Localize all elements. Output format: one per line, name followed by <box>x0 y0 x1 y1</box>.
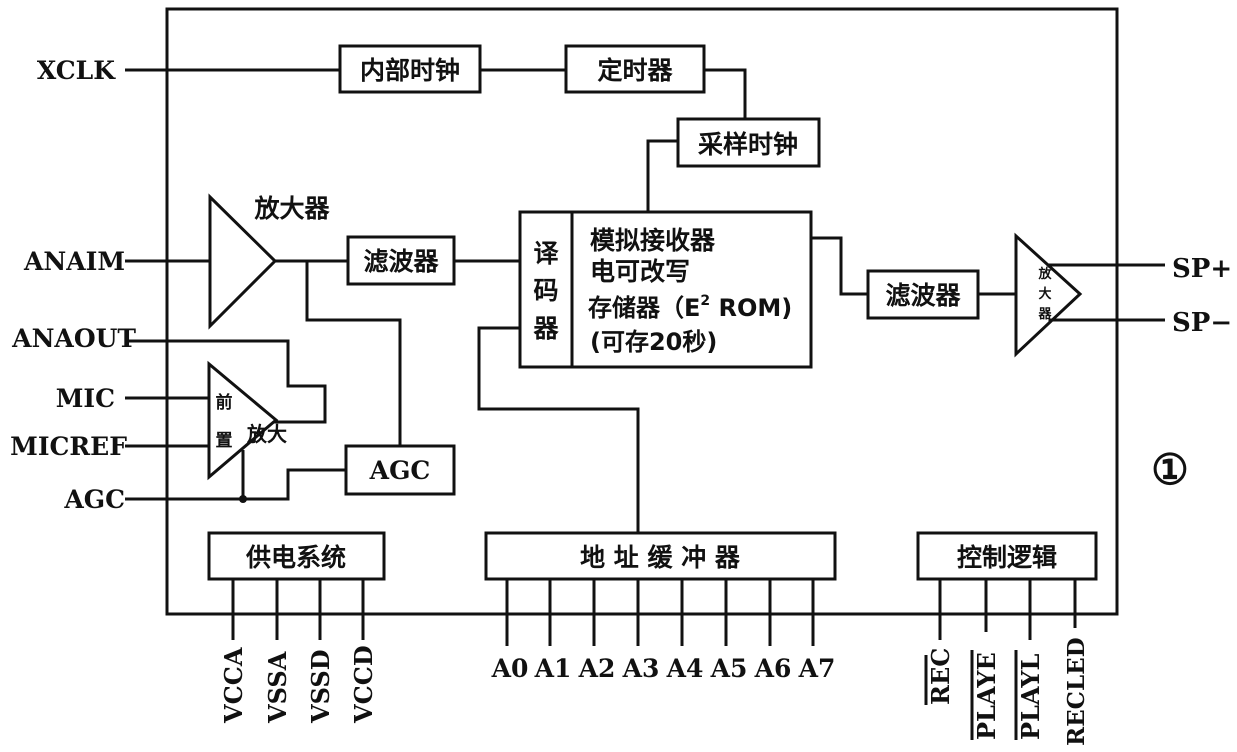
address-buffer-label: 地 址 缓 冲 器 <box>580 543 741 572</box>
preamp-symbol <box>207 360 279 481</box>
pin-recled: RECLED <box>1063 637 1090 746</box>
pin-vcca: VCCA <box>219 647 248 724</box>
sp-minus-wire <box>1048 318 1165 322</box>
sample-clock-label: 采样时钟 <box>698 130 798 159</box>
preamp-char-3: 放大 <box>246 422 287 446</box>
power-system-block <box>207 531 386 581</box>
control-logic-label: 控制逻辑 <box>957 543 1057 572</box>
pin-playl: PLAYL <box>1016 654 1045 740</box>
input-filter-label: 滤波器 <box>363 247 439 276</box>
decoder-char-2: 码 <box>533 276 558 305</box>
timer-label: 定时器 <box>597 56 673 85</box>
pin-sp-minus: SP− <box>1172 308 1232 338</box>
pin-sp-plus: SP+ <box>1172 254 1232 284</box>
pin-a3: A3 <box>622 654 660 683</box>
pin-vccd: VCCD <box>349 645 378 724</box>
anaout-wire <box>125 339 327 424</box>
figure-number: ① <box>1151 445 1189 494</box>
pin-a4: A4 <box>666 654 704 683</box>
amplifier-label: 放大器 <box>253 194 330 223</box>
pin-xclk: XCLK <box>37 56 116 85</box>
pin-rec: REC <box>926 648 955 705</box>
memory-line-4: (可存20秒) <box>590 328 717 356</box>
control-pins: REC PLAYE PLAYL RECLED <box>924 579 1090 746</box>
memory-line-1: 模拟接收器 <box>590 226 716 255</box>
internal-clock-label: 内部时钟 <box>360 56 460 85</box>
sample-to-memory-wire <box>646 139 678 212</box>
out-amp-char-3: 器 <box>1037 307 1052 322</box>
input-filter-block <box>346 235 456 286</box>
agc-block <box>344 444 456 496</box>
preamp-char-1: 前 <box>216 392 233 413</box>
agc-wire <box>125 468 346 501</box>
pin-mic: MIC <box>56 384 115 413</box>
memory-line-3-post: ROM) <box>710 294 792 322</box>
sample-clock-block <box>676 117 821 168</box>
memory-to-filter-wire <box>811 236 868 296</box>
pin-a7: A7 <box>798 654 836 683</box>
pin-micref: MICREF <box>10 432 127 461</box>
chip-outline <box>165 7 1119 616</box>
pin-a2: A2 <box>578 654 616 683</box>
out-amp-char-1: 放 <box>1037 266 1052 282</box>
pin-a6: A6 <box>754 654 792 683</box>
internal-clock-block <box>338 44 482 94</box>
control-logic-block <box>916 531 1098 581</box>
pin-anain: ANAIM <box>23 247 125 276</box>
pin-agc: AGC <box>63 485 125 514</box>
pin-a5: A5 <box>710 654 748 683</box>
output-amplifier-symbol <box>1014 232 1083 358</box>
address-buffer-block <box>484 531 837 581</box>
memory-block <box>518 210 813 369</box>
agc-junction-dot <box>239 495 247 503</box>
preamp-char-2: 置 <box>216 431 233 451</box>
agc-block-label: AGC <box>369 456 431 485</box>
memory-line-3-pre: 存储器（E <box>588 294 700 322</box>
pin-a1: A1 <box>534 654 572 683</box>
memory-line-3: 存储器（E2 ROM) <box>588 293 792 322</box>
pin-playe: PLAYE <box>972 652 1001 740</box>
decoder-char-1: 译 <box>533 239 559 268</box>
output-filter-label: 滤波器 <box>885 281 961 310</box>
power-pins: VCCA VSSA VSSD VCCD <box>219 579 378 724</box>
decoder-char-3: 器 <box>532 314 559 343</box>
decoder-to-address-wire <box>477 326 640 533</box>
amp-feedback-wire <box>305 261 402 446</box>
pin-anaout: ANAOUT <box>11 324 136 353</box>
pin-vssa: VSSA <box>263 651 292 724</box>
sp-plus-wire <box>1048 263 1165 268</box>
out-amp-char-2: 大 <box>1038 286 1051 302</box>
pin-vssd: VSSD <box>306 649 335 724</box>
memory-line-3-sup: 2 <box>700 293 710 309</box>
pin-a0: A0 <box>491 654 529 683</box>
address-pins: A0 A1 A2 A3 A4 A5 A6 A7 <box>491 579 836 683</box>
memory-line-2: 电可改写 <box>590 257 690 286</box>
timer-to-sample-wire <box>704 68 747 119</box>
power-system-label: 供电系统 <box>245 543 346 572</box>
